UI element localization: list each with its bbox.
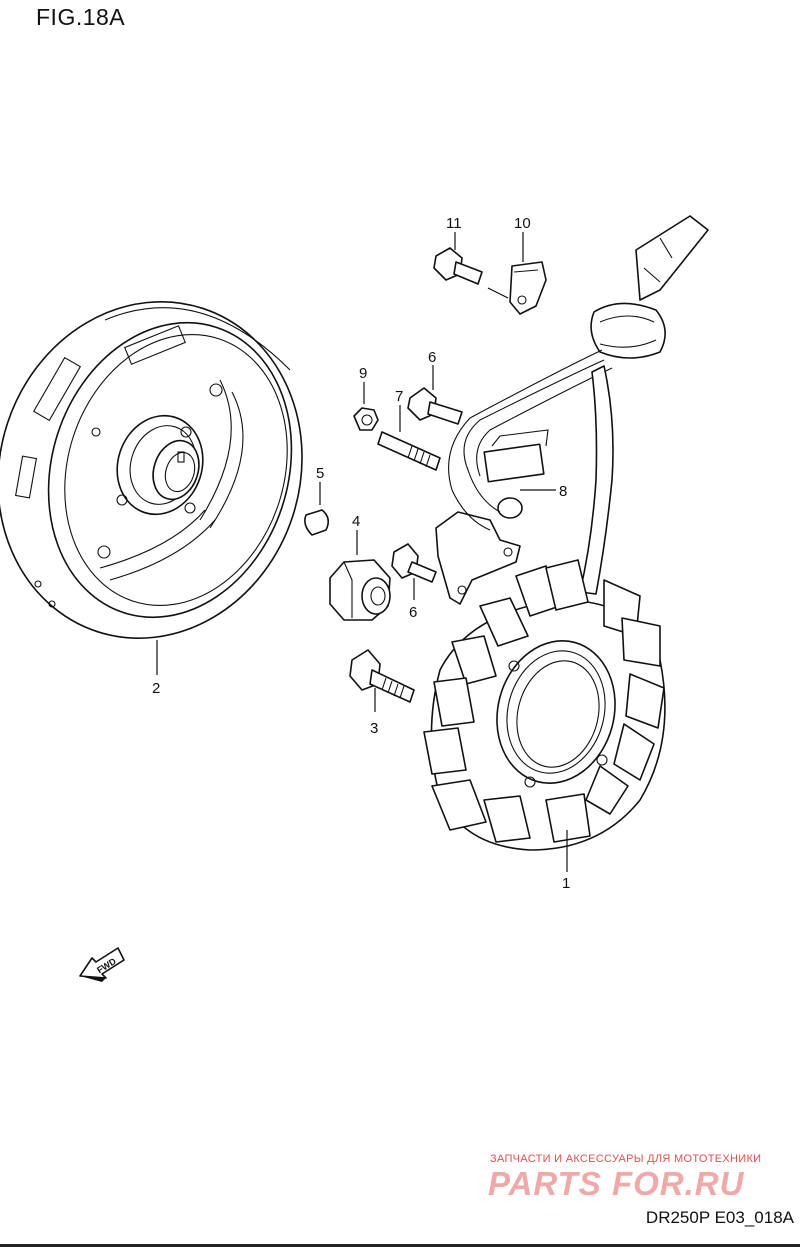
callout-6-upper: 6 (428, 349, 436, 366)
pickup-bolt-upper (407, 387, 463, 425)
callout-3: 3 (370, 720, 378, 737)
woodruff-key (304, 509, 330, 536)
wire-clamp (509, 261, 547, 315)
callout-2: 2 (152, 680, 160, 697)
leader-10-bolt (487, 287, 509, 299)
callout-1: 1 (562, 875, 570, 892)
pickup-coil (435, 429, 549, 605)
forward-direction-arrow-icon: FWD (79, 947, 125, 982)
stud-bolt (377, 431, 441, 471)
watermark-brand-logo: PARTS FOR.RU (488, 1165, 745, 1202)
callout-4: 4 (352, 513, 360, 530)
rotor-flywheel (0, 301, 303, 639)
clamp-bolt (433, 247, 483, 285)
callout-6-lower: 6 (409, 604, 417, 621)
rotor-nut (329, 559, 391, 621)
callout-8: 8 (559, 483, 567, 500)
stator-assembly (423, 559, 666, 851)
wire-harness (448, 215, 709, 595)
watermark-tagline: ЗАПЧАСТИ И АКСЕССУАРЫ ДЛЯ МОТОТЕХНИКИ (490, 1153, 762, 1165)
callout-7: 7 (395, 388, 403, 405)
callout-11: 11 (446, 215, 462, 232)
pickup-bolt-lower (391, 543, 437, 583)
stator-bolt (349, 649, 415, 703)
callout-10: 10 (514, 215, 531, 232)
callout-5: 5 (316, 465, 324, 482)
diagram-code: DR250P E03_018A (645, 1208, 794, 1227)
small-nut (353, 407, 379, 431)
figure-title: FIG.18A (36, 4, 126, 30)
callout-9: 9 (359, 365, 367, 382)
